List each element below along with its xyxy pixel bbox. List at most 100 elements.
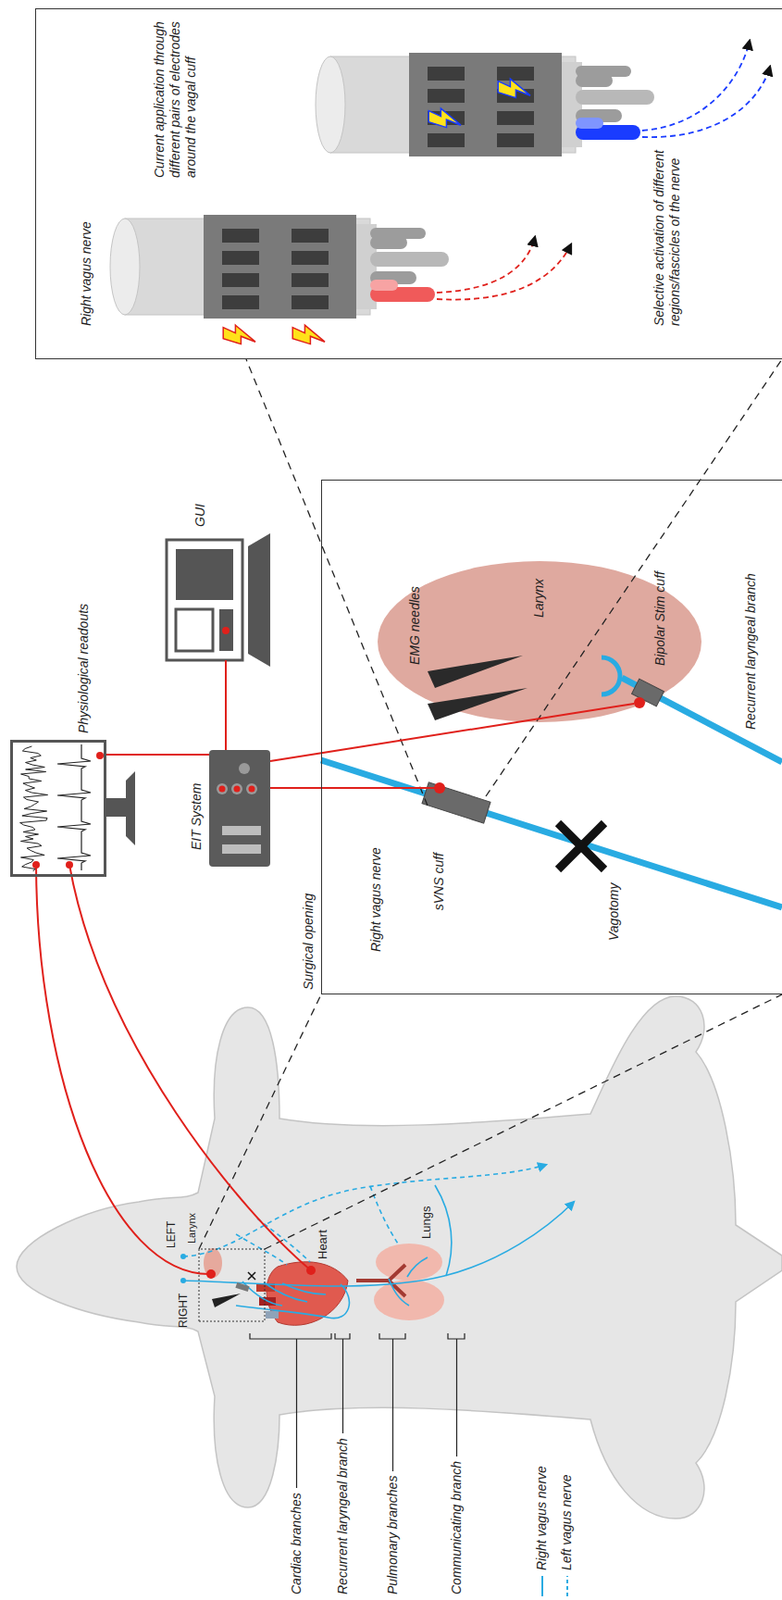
legend-text: Left vagus nerve bbox=[558, 1473, 575, 1570]
signal-trace bbox=[57, 744, 91, 870]
cuff-electrode bbox=[427, 88, 465, 103]
nerve-origin-dot bbox=[180, 1277, 187, 1283]
nerve-label: Right vagus nerve bbox=[368, 846, 385, 952]
eit-port bbox=[216, 782, 228, 795]
monitor-base bbox=[125, 770, 136, 845]
surgical-opening-panel: Surgical openingLarynxsVNS cuffBipolar S… bbox=[321, 479, 782, 994]
gui-computer: GUI bbox=[166, 539, 243, 660]
legend-line-sample bbox=[537, 1575, 547, 1596]
eit-port bbox=[231, 782, 243, 795]
leader-line bbox=[296, 1338, 298, 1488]
cuff-electrode bbox=[222, 250, 260, 265]
wire-connector bbox=[106, 753, 210, 756]
heart bbox=[266, 1261, 348, 1326]
screen-panel bbox=[175, 608, 213, 651]
heart-vessel bbox=[265, 1310, 279, 1318]
eit-port-dot bbox=[234, 785, 241, 793]
wire bbox=[69, 864, 311, 1270]
bracket bbox=[379, 1332, 406, 1339]
svns-cuff-contact: sVNS cuff bbox=[434, 782, 446, 794]
emg-needle-icon bbox=[211, 1292, 241, 1307]
node-label: Physiological readouts bbox=[75, 603, 92, 733]
wire-connector bbox=[224, 659, 227, 750]
wire-connector bbox=[270, 786, 435, 789]
right-vagus-branch bbox=[388, 1278, 410, 1305]
eit-port bbox=[238, 762, 250, 774]
eit-system-box: EIT System bbox=[209, 749, 271, 867]
larynx-ellipse bbox=[377, 560, 702, 722]
branch-label: Communicating branch bbox=[448, 1460, 465, 1594]
eit-port-dot bbox=[248, 785, 256, 793]
bracket bbox=[249, 1332, 332, 1339]
legend-entry: Left vagus nerve bbox=[558, 1473, 575, 1596]
cuff-band bbox=[203, 214, 357, 319]
leader-line bbox=[456, 1338, 458, 1456]
vagotomy-icon bbox=[248, 1271, 256, 1279]
monitor-stand bbox=[106, 797, 127, 817]
cuff-electrode bbox=[291, 295, 329, 310]
eit-box bbox=[209, 749, 271, 867]
rat-body bbox=[16, 995, 782, 1518]
branch-label: Cardiac branches bbox=[288, 1491, 305, 1594]
electrode-dot bbox=[65, 860, 74, 869]
electrode-dot bbox=[206, 1268, 216, 1279]
electrode-dot bbox=[306, 1265, 316, 1275]
node-label: sVNS cuff bbox=[431, 852, 447, 910]
nerve-origin-dot bbox=[180, 1253, 187, 1259]
side-label: LEFT bbox=[163, 1220, 180, 1248]
nerve-fascicle bbox=[370, 279, 398, 291]
emg-needle bbox=[427, 655, 523, 688]
legend-line bbox=[541, 1575, 544, 1596]
part-label: EMG needles bbox=[407, 585, 423, 665]
cuff-icon bbox=[235, 1281, 249, 1291]
activation-arrow bbox=[436, 236, 535, 293]
eit-port bbox=[246, 782, 258, 795]
cuff-cap bbox=[315, 56, 346, 153]
activation-arrow bbox=[436, 244, 571, 300]
leader-line bbox=[392, 1338, 394, 1471]
zoom-box bbox=[198, 1248, 265, 1321]
branch-label: Recurrent laryngeal branch bbox=[335, 1437, 351, 1594]
cuff-electrode bbox=[291, 250, 329, 265]
leader-line bbox=[342, 1338, 344, 1433]
node-label: Bipolar Stim cuff bbox=[652, 570, 669, 666]
cuff-electrode bbox=[427, 66, 465, 81]
monitor-screen: Physiological readouts bbox=[10, 739, 107, 877]
organ-label: Lungs bbox=[418, 1205, 435, 1239]
cuff-electrode bbox=[222, 228, 260, 243]
right-vagus-nerve bbox=[183, 1201, 574, 1286]
wire-connector bbox=[270, 703, 634, 761]
right-vagus-branch bbox=[282, 1282, 326, 1294]
computer-screen bbox=[166, 539, 243, 660]
eit-slot bbox=[222, 825, 261, 835]
right-vagus-branch bbox=[434, 1184, 452, 1276]
eit-port-dot bbox=[219, 785, 226, 793]
zoom-line bbox=[246, 359, 782, 806]
left-vagus-nerve bbox=[183, 1164, 547, 1256]
vagotomy-cross bbox=[558, 822, 605, 869]
electrode-dot bbox=[96, 751, 104, 759]
lightning-bolt bbox=[428, 108, 461, 127]
right-vagus-branch bbox=[242, 1280, 283, 1305]
cuff-electrode bbox=[222, 273, 260, 287]
node-label: Surgical opening bbox=[300, 893, 317, 990]
nerve-fascicle bbox=[575, 117, 604, 129]
nerve-fascicle bbox=[575, 65, 632, 77]
node-label: Right vagus nerve bbox=[78, 221, 95, 326]
cuff-detail-panel: Right vagus nerve Current application thr… bbox=[35, 8, 782, 360]
zoom-line bbox=[198, 993, 782, 1249]
nerve-label: Recurrent laryngeal branch bbox=[743, 572, 759, 730]
node-label: Larynx bbox=[531, 578, 547, 618]
node-note: Current application through different pa… bbox=[151, 15, 199, 178]
eit-slot bbox=[222, 844, 261, 854]
electrode-dot bbox=[32, 860, 40, 869]
trachea bbox=[356, 1264, 406, 1296]
cuff-electrode bbox=[222, 295, 260, 310]
side-label: RIGHT bbox=[175, 1292, 192, 1328]
nerve-fascicle bbox=[370, 251, 449, 267]
recurrent-laryngeal-nerve bbox=[621, 677, 782, 762]
right-vagus-nerve-surgical bbox=[321, 759, 782, 907]
electrode-dot bbox=[222, 626, 230, 634]
